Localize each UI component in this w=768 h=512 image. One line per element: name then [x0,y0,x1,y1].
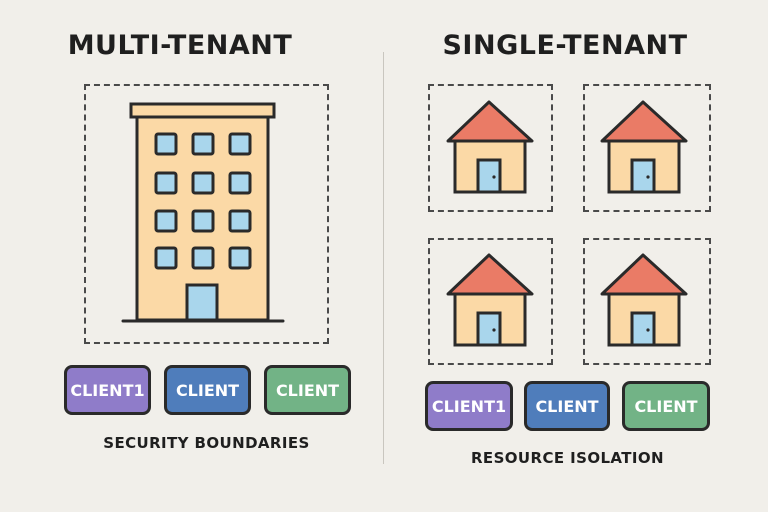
security-boundaries-caption: SECURITY BOUNDARIES [103,434,310,452]
house-icon [600,100,688,194]
house-icon [446,100,534,194]
client-button-single-blue[interactable]: CLIENT [524,381,610,431]
client-button-multi-green[interactable]: CLIENT [264,365,351,415]
tenant-boundary-2 [583,84,711,212]
client1-button-multi[interactable]: CLIENT1 [64,365,151,415]
client1-button-single[interactable]: CLIENT1 [425,381,513,431]
multi-tenant-heading: MULTI-TENANT [67,30,293,61]
house-icon [600,253,688,347]
tenant-boundary-3 [428,238,553,365]
tenant-boundary-4 [583,238,711,365]
resource-isolation-caption: RESOURCE ISOLATION [470,449,664,467]
multi-tenant-boundary [84,84,329,344]
client-button-single-green[interactable]: CLIENT [622,381,710,431]
house-icon [446,253,534,347]
tenant-boundary-1 [428,84,553,212]
apartment-building-icon [121,102,285,323]
single-tenant-heading: SINGLE-TENANT [442,30,688,61]
client-button-multi-blue[interactable]: CLIENT [164,365,251,415]
center-divider [383,52,384,464]
